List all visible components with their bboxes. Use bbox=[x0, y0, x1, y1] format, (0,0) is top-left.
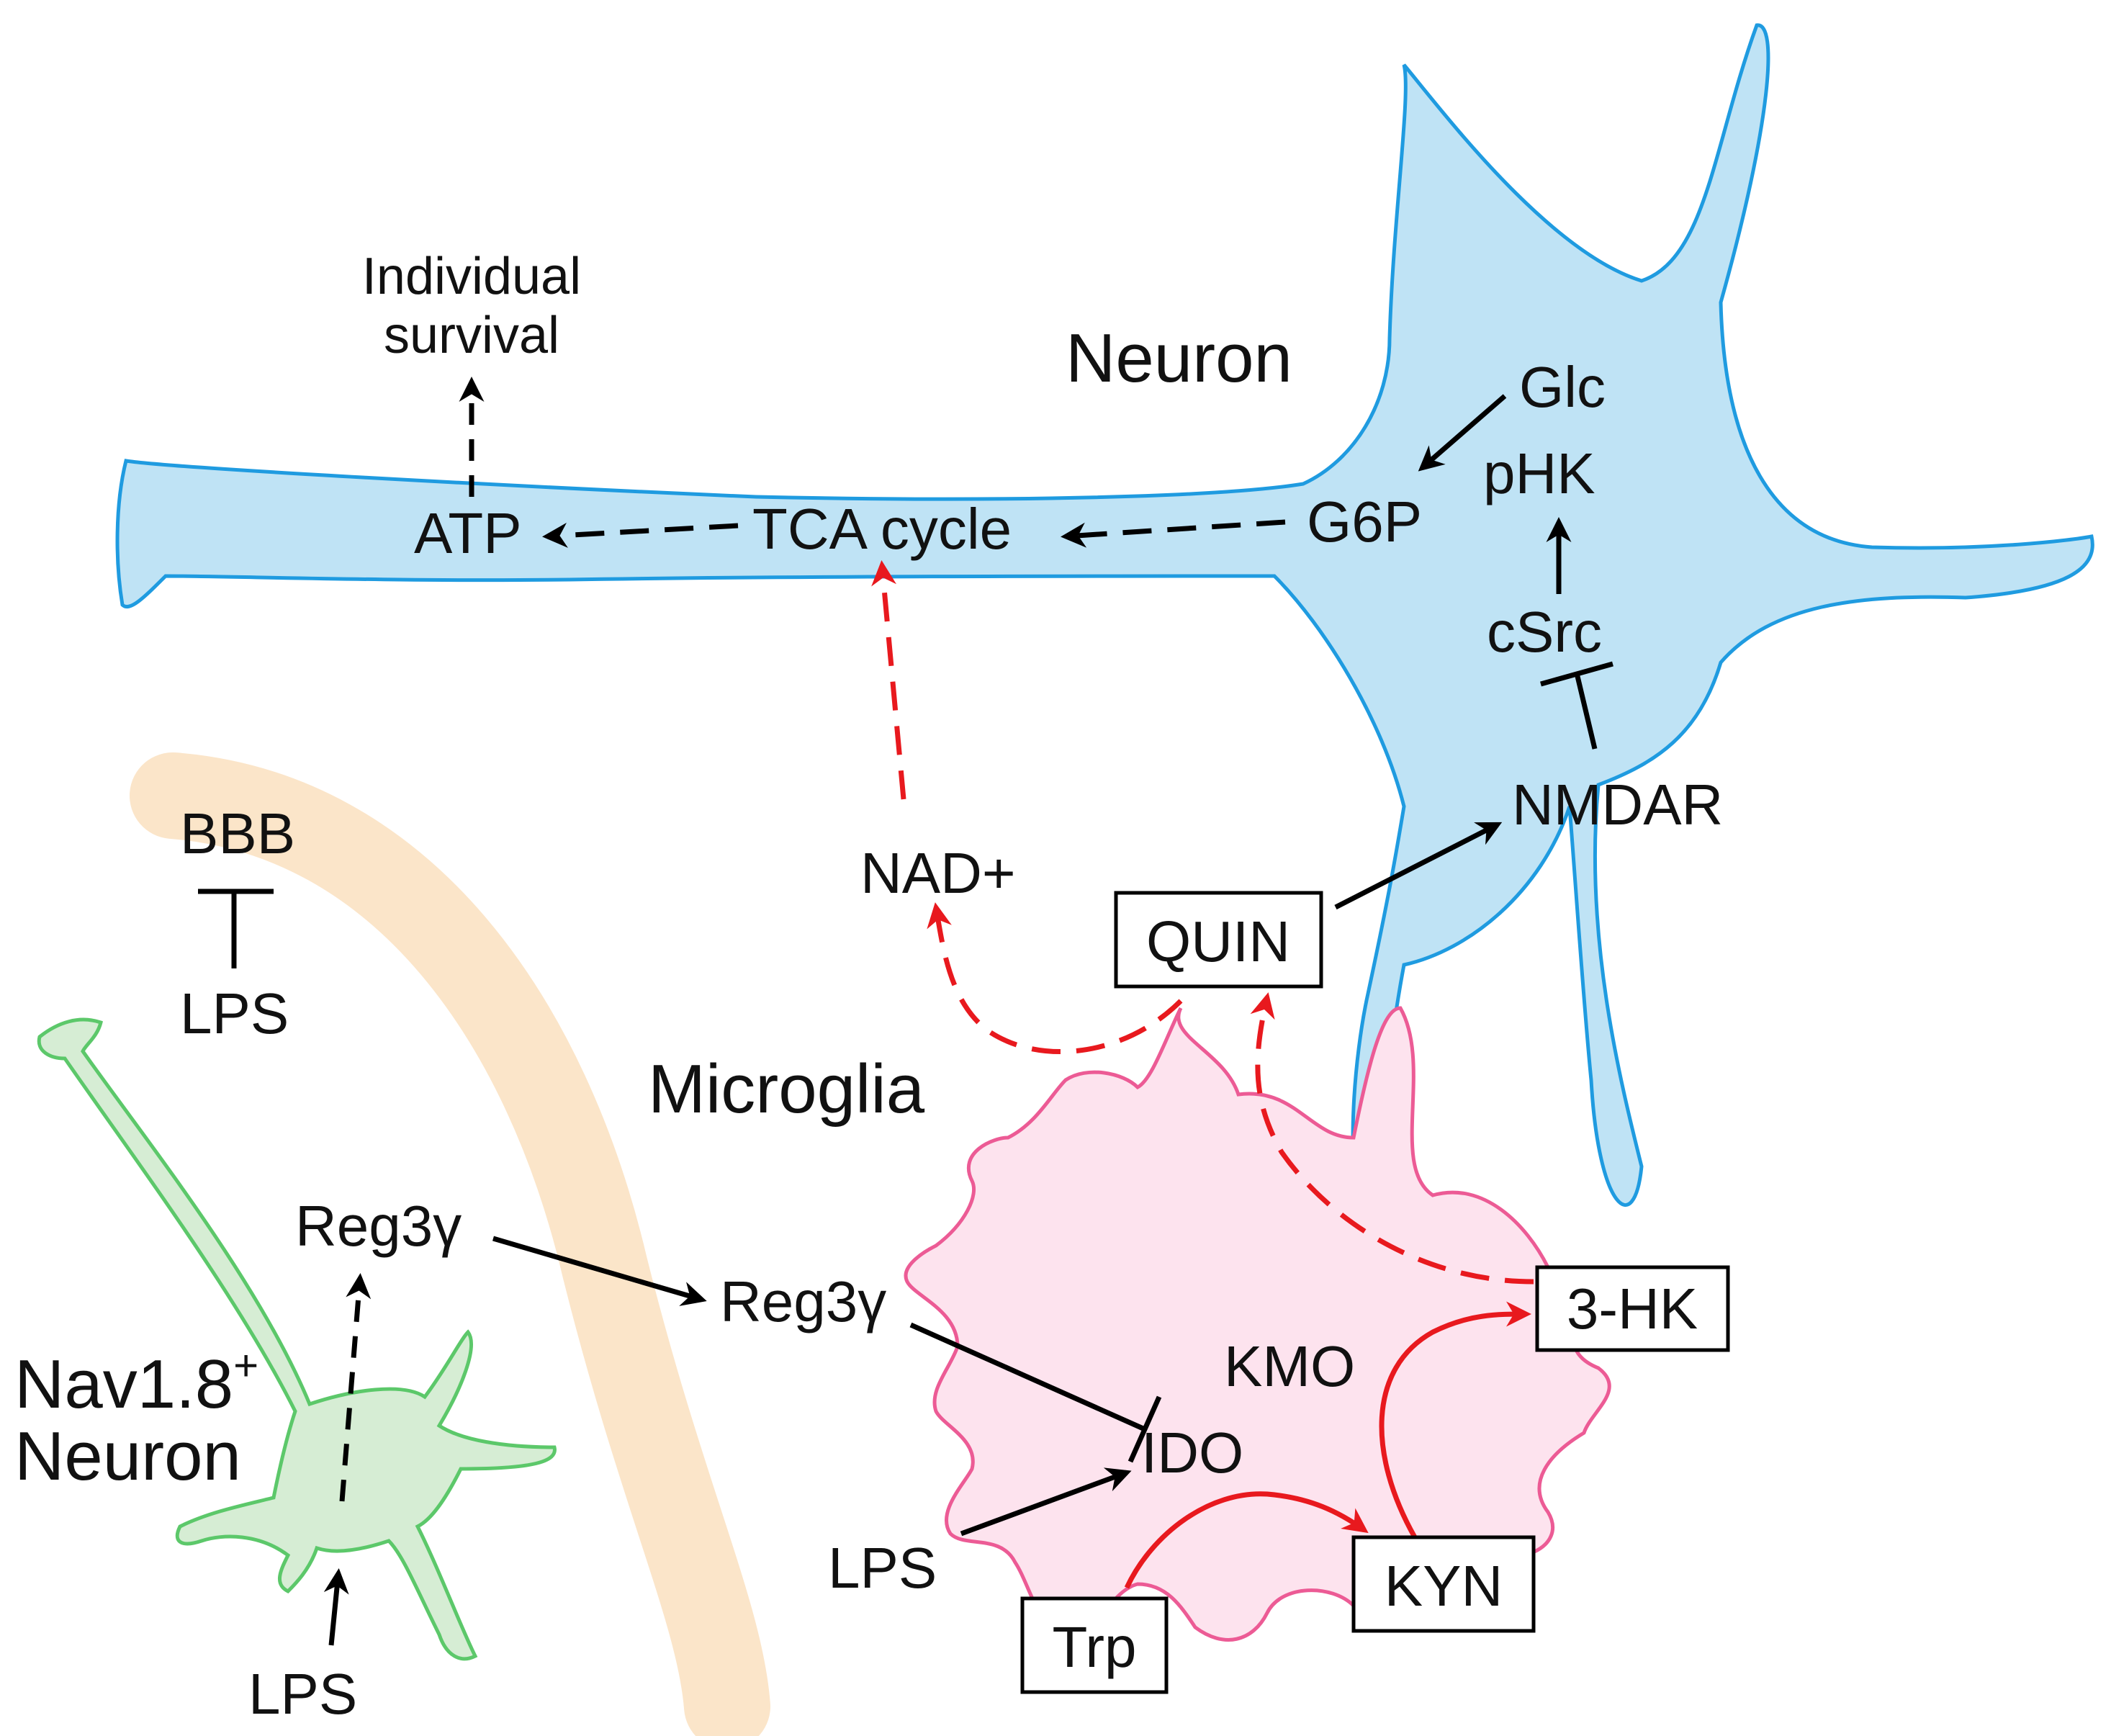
microglia-cell bbox=[904, 1006, 1611, 1642]
reg3g-microglia-label: Reg3γ bbox=[720, 1269, 886, 1334]
ido-label: IDO bbox=[1141, 1421, 1243, 1485]
arrow-nad-to-tca bbox=[871, 560, 906, 800]
atp-label: ATP bbox=[414, 501, 522, 565]
lps-bbb-label: LPS bbox=[180, 981, 289, 1045]
arrow-trp-to-kyn bbox=[1124, 1491, 1369, 1589]
arrow-g6p-to-tca bbox=[1061, 519, 1286, 548]
kyn-box bbox=[1351, 1535, 1536, 1633]
lps-microglia-label: LPS bbox=[828, 1536, 937, 1600]
arrow-glc-to-g6p bbox=[1418, 394, 1507, 472]
three-hk-box bbox=[1535, 1265, 1730, 1352]
glc-label: Glc bbox=[1519, 355, 1606, 419]
nav-neuron-title-line2: Neuron bbox=[14, 1418, 241, 1495]
arrow-3hk-to-quin bbox=[1250, 992, 1534, 1285]
inhibit-nmdar-csrc bbox=[1540, 661, 1613, 750]
trp-box bbox=[1020, 1596, 1169, 1694]
nmdar-label: NMDAR bbox=[1512, 773, 1723, 837]
nav-neuron-title: Nav1.8+ bbox=[14, 1341, 258, 1423]
arrow-tca-to-atp bbox=[542, 522, 739, 548]
trp-label: Trp bbox=[1052, 1615, 1136, 1679]
nav-title-main: Nav1.8 bbox=[14, 1346, 233, 1423]
individual-survival-line2: survival bbox=[384, 307, 559, 364]
csrc-label: cSrc bbox=[1487, 600, 1602, 664]
three-hk-label: 3-HK bbox=[1567, 1277, 1698, 1341]
bbb-band bbox=[130, 752, 770, 1736]
arrow-lps-to-nav bbox=[323, 1568, 349, 1646]
inhibit-lps-bbb bbox=[198, 889, 274, 968]
quin-box bbox=[1114, 891, 1323, 989]
nav-neuron-cell bbox=[37, 1017, 557, 1661]
nad-label: NAD+ bbox=[860, 841, 1016, 905]
reg3g-nav-label: Reg3γ bbox=[295, 1194, 462, 1258]
quin-label: QUIN bbox=[1146, 909, 1290, 973]
kmo-label: KMO bbox=[1224, 1334, 1355, 1398]
arrow-nav-to-reg3g bbox=[339, 1273, 372, 1502]
microglia-title: Microglia bbox=[648, 1051, 925, 1128]
arrow-quin-to-nad bbox=[927, 902, 1183, 1055]
bbb-label: BBB bbox=[180, 801, 295, 865]
arrow-reg3g-to-reg3g bbox=[492, 1236, 707, 1306]
tca-cycle-label: TCA cycle bbox=[752, 497, 1012, 561]
individual-survival-line1: Individual bbox=[362, 248, 581, 305]
arrow-lps-to-ido bbox=[960, 1467, 1132, 1537]
arrow-kyn-to-3hk bbox=[1379, 1301, 1531, 1539]
phk-label: pHK bbox=[1483, 441, 1595, 505]
arrow-quin-to-nmdar bbox=[1334, 822, 1503, 910]
nav-title-sup: + bbox=[233, 1341, 258, 1390]
lps-nav-label: LPS bbox=[248, 1662, 357, 1726]
kyn-label: KYN bbox=[1385, 1554, 1503, 1618]
g6p-label: G6P bbox=[1307, 490, 1422, 554]
inhibit-reg3g-ido bbox=[909, 1322, 1162, 1463]
neuron-title: Neuron bbox=[1066, 320, 1292, 397]
neuron-cell bbox=[115, 23, 2094, 1207]
